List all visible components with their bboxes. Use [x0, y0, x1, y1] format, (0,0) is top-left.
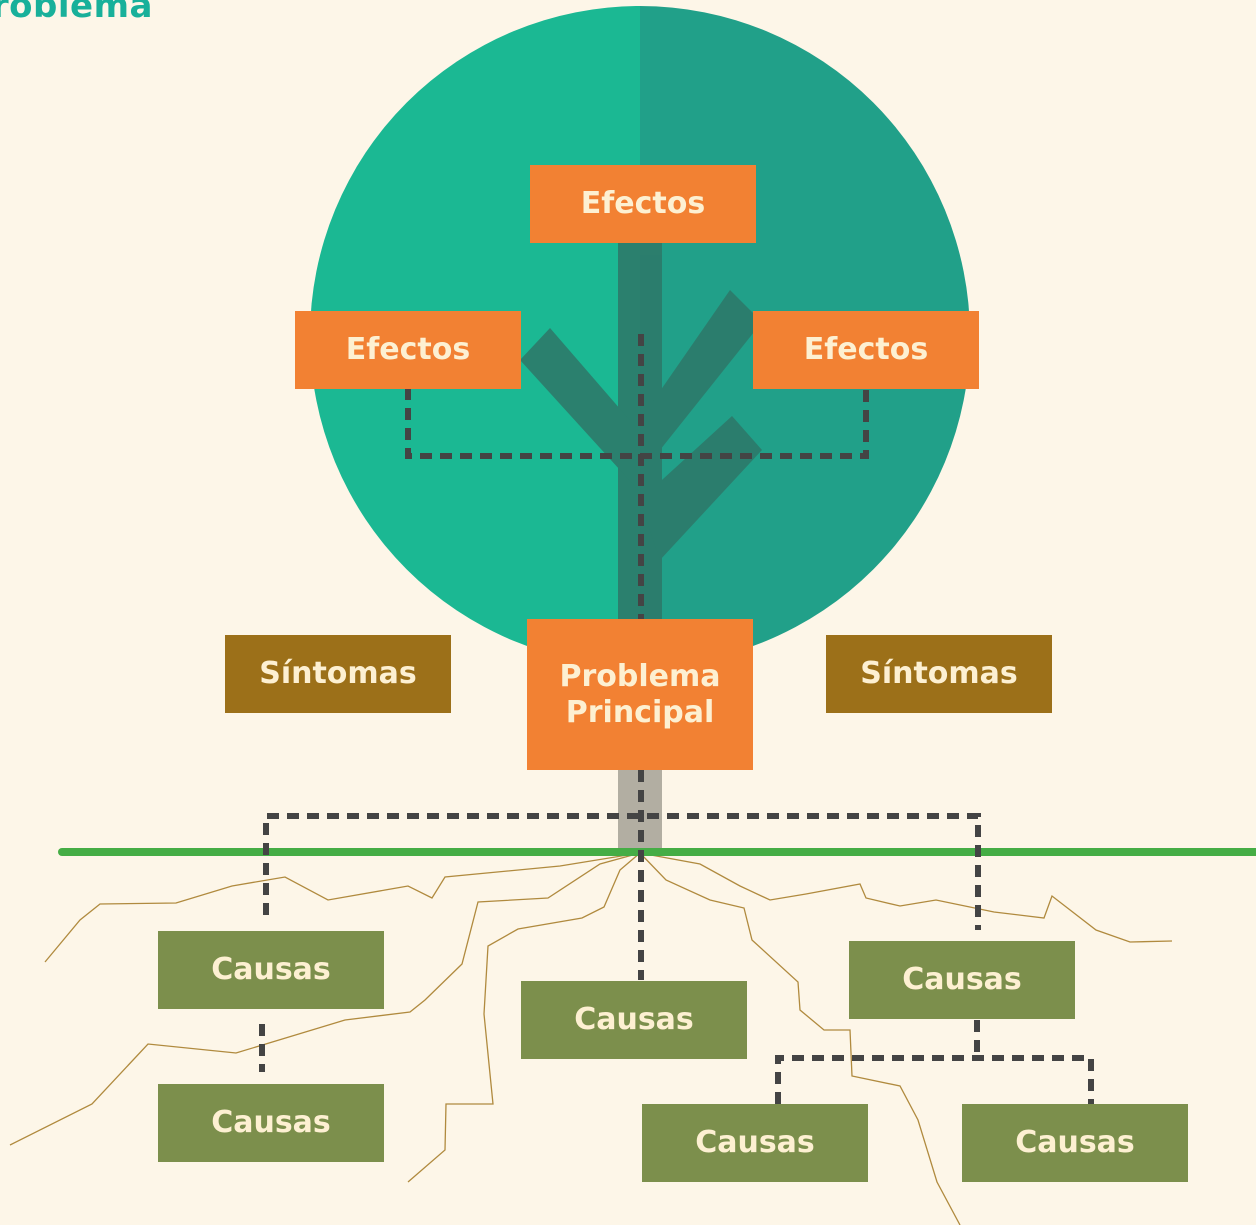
effect-box-right: Efectos — [753, 311, 979, 389]
main-problem-line2: Principal — [565, 694, 715, 730]
main-problem-box: Problema Principal — [527, 619, 753, 770]
cause-box-center: Causas — [521, 981, 747, 1059]
cause-box-left-lower: Causas — [158, 1084, 384, 1162]
cause-box-right-upper: Causas — [849, 941, 1075, 1019]
effect-box-top: Efectos — [530, 165, 756, 243]
connectors — [259, 334, 1094, 1104]
symptom-box-right: Síntomas — [826, 635, 1052, 713]
cause-box-right-lower-right: Causas — [962, 1104, 1188, 1182]
diagram-title: l Problema — [0, 0, 153, 26]
symptom-box-left: Síntomas — [225, 635, 451, 713]
main-problem-line1: Problema — [559, 658, 721, 694]
cause-box-left-upper: Causas — [158, 931, 384, 1009]
roots — [9, 852, 1173, 1225]
cause-box-right-lower-left: Causas — [642, 1104, 868, 1182]
effect-box-left: Efectos — [295, 311, 521, 389]
